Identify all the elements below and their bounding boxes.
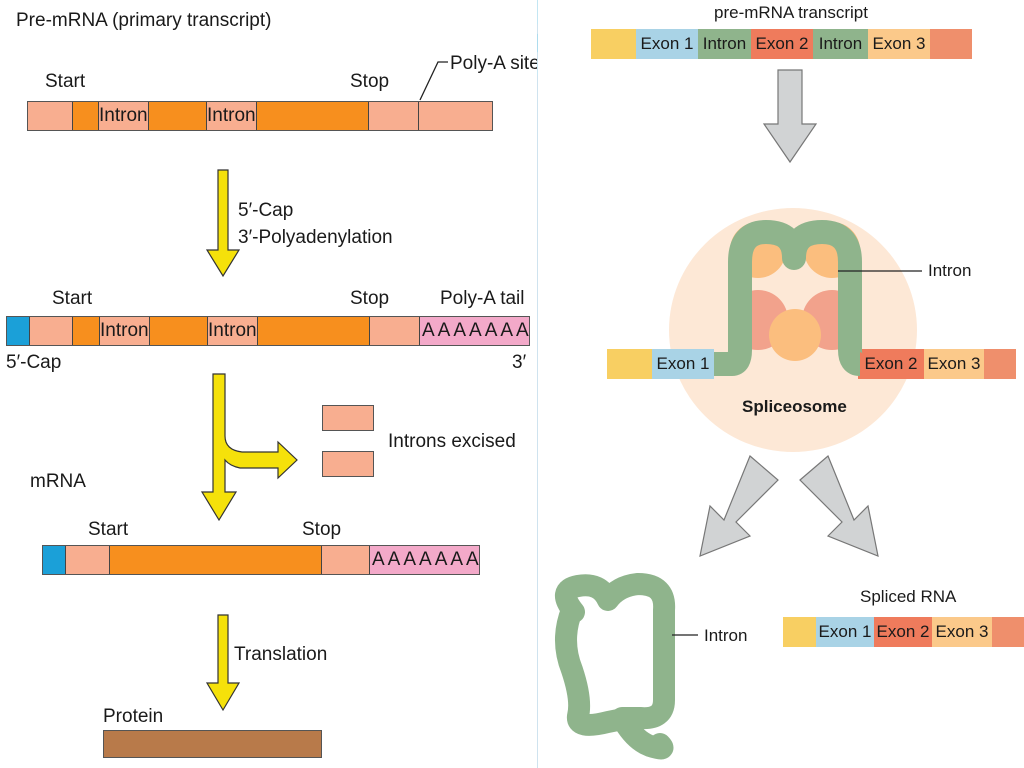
start-label-3: Start (88, 519, 129, 540)
utr-3-segment (369, 102, 419, 130)
translation-label: Translation (234, 644, 328, 665)
polya-tail-segment: AAAAAAA (420, 317, 529, 345)
left-title: Pre-mRNA (primary transcript) (16, 10, 272, 31)
coding-segment (110, 546, 322, 574)
translation-arrow-icon (205, 614, 241, 712)
spliceosome-label: Spliceosome (742, 397, 847, 416)
mature-mrna-bar: AAAAAAA (42, 545, 480, 575)
excised-intron-piece-2 (322, 451, 374, 477)
exon-segment (73, 102, 99, 130)
spliced-rna-bar: Exon 1 Exon 2 Exon 3 (783, 617, 1024, 647)
stop-label-3: Stop (302, 519, 342, 540)
exon-2-segment: Exon 2 (858, 349, 924, 379)
cap-5-end-label: 5′-Cap (6, 352, 62, 373)
utr-5-segment (30, 317, 73, 345)
gray-diagonal-arrows-icon (699, 455, 879, 557)
gray-down-arrow-icon (762, 69, 818, 164)
intron-loop-graphic (714, 220, 922, 376)
intron-segment-2: Intron (813, 29, 868, 59)
utr-5-segment (783, 617, 816, 647)
exon-3-segment: Exon 3 (868, 29, 930, 59)
exon-3-segment: Exon 3 (932, 617, 992, 647)
utr-5-segment (591, 29, 636, 59)
free-intron-label: Intron (704, 626, 748, 645)
exon-segment (73, 317, 100, 345)
protein-label: Protein (103, 706, 164, 727)
exon-1-segment: Exon 1 (816, 617, 874, 647)
exon-segment (150, 317, 208, 345)
exon-2-segment: Exon 2 (874, 617, 932, 647)
cap-segment (43, 546, 66, 574)
start-label-2: Start (52, 288, 93, 309)
spliced-rna-title: Spliced RNA (860, 587, 957, 606)
intron-segment-1: Intron (99, 102, 149, 130)
exon-1-segment: Exon 1 (636, 29, 698, 59)
down-arrow-icon (205, 169, 241, 278)
polya-site-pointer (419, 61, 448, 101)
exon-segment (257, 102, 369, 130)
right-panel-splicing: pre-mRNA transcript Exon 1 Intron Exon 2… (538, 0, 1024, 768)
utr-5-segment (607, 349, 652, 379)
stop-label-1: Stop (350, 71, 390, 92)
start-label-1: Start (45, 71, 86, 92)
utr-3-segment (992, 617, 1024, 647)
utr-3-segment (984, 349, 1016, 379)
pre-mrna-transcript-bar: Exon 1 Intron Exon 2 Intron Exon 3 (591, 29, 972, 59)
exon-3-segment: Exon 3 (924, 349, 984, 379)
exon-1-segment: Exon 1 (652, 349, 714, 379)
utr-3-segment (322, 546, 370, 574)
excised-intron-piece-1 (322, 405, 374, 431)
utr-3-segment (370, 317, 420, 345)
polya-tail-label: Poly-A tail (440, 288, 525, 309)
utr-3-segment (930, 29, 972, 59)
protein-bar (103, 730, 322, 758)
exon-segment (149, 102, 207, 130)
intron-segment-2: Intron (207, 102, 257, 130)
exon-segment (258, 317, 370, 345)
intron-segment-1: Intron (100, 317, 150, 345)
intron-label: Intron (928, 261, 972, 280)
utr-5-segment (66, 546, 110, 574)
introns-excised-label: Introns excised (388, 431, 516, 452)
right-title: pre-mRNA transcript (714, 3, 868, 22)
splicing-arrow-icon (200, 373, 298, 522)
intron-segment-2: Intron (208, 317, 258, 345)
polya-site-label: Poly-A site (450, 53, 540, 74)
panel-divider (537, 0, 538, 768)
pre-mrna-bar: Intron Intron (27, 101, 493, 131)
spliceosome-exon-bar: Exon 1 Exon 2 Exon 3 (607, 349, 1016, 379)
intron-segment-1: Intron (698, 29, 751, 59)
cap-segment (7, 317, 30, 345)
stop-label-2: Stop (350, 288, 390, 309)
utr-5-segment (28, 102, 73, 130)
polya-region-segment (419, 102, 492, 130)
polyadenylation-step-label: 3′-Polyadenylation (238, 227, 393, 248)
capped-pre-mrna-bar: Intron Intron AAAAAAA (6, 316, 530, 346)
free-intron-graphic (555, 573, 698, 760)
end-3-label: 3′ (512, 352, 527, 373)
cap-step-label: 5′-Cap (238, 200, 294, 221)
exon-2-segment: Exon 2 (751, 29, 813, 59)
mrna-label: mRNA (30, 471, 86, 492)
polya-tail-segment: AAAAAAA (370, 546, 479, 574)
left-panel-mrna-processing: Pre-mRNA (primary transcript) Start Stop… (6, 10, 540, 758)
